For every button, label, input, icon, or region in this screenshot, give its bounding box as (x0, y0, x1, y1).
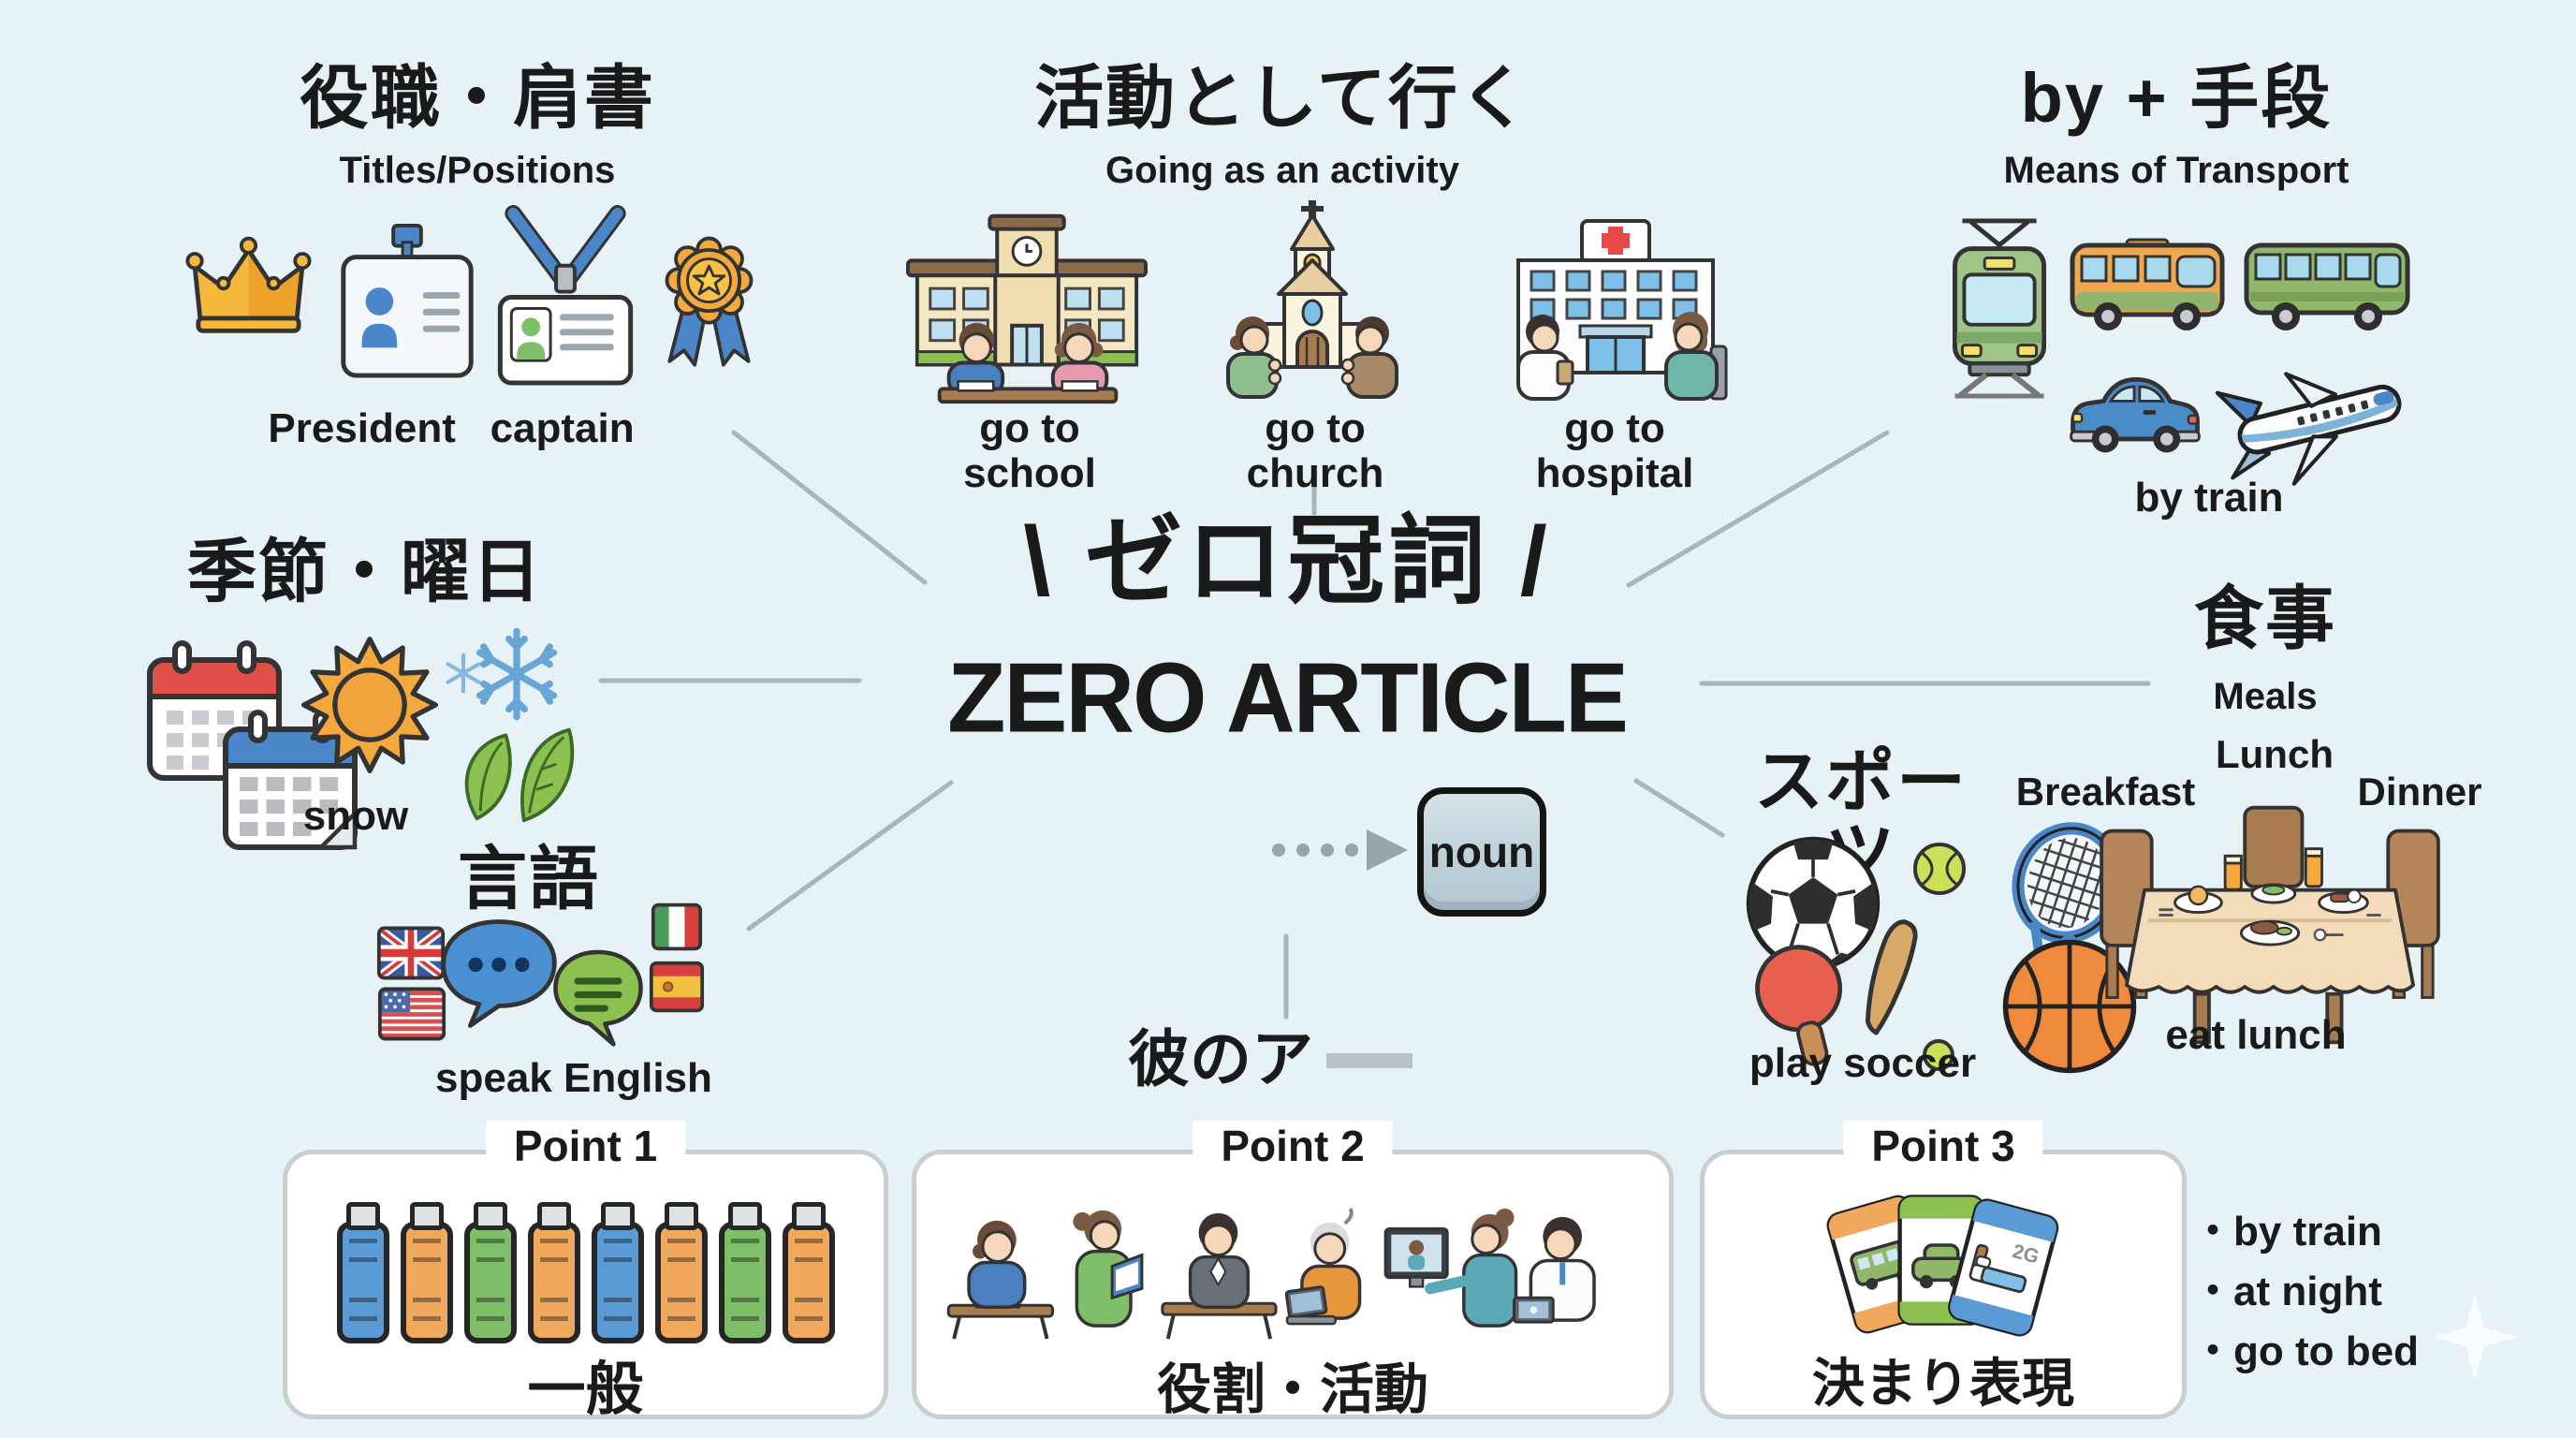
bullet-go-to-bed: ・go to bed (2192, 1328, 2419, 1374)
point-3-box: Point 3 2G (1700, 1121, 2187, 1419)
meal-name-dinner: Dinner (2357, 770, 2482, 814)
dining-table-icon (2100, 805, 2440, 1045)
titles-en-heading: Titles/Positions (339, 150, 616, 191)
expression-cards-icon: 2G (1826, 1195, 2059, 1337)
meals-en-heading: Meals (2213, 676, 2318, 717)
line-languages (746, 780, 954, 932)
meal-name-breakfast: Breakfast (2015, 770, 2196, 814)
caption-fragment: 彼のア (1128, 1009, 1412, 1099)
bullet-by-train: ・by train (2192, 1209, 2382, 1255)
activity-label-church: go to church (1246, 405, 1384, 497)
car-icon (2070, 376, 2201, 453)
transport-jp-heading: by + 手段 (2020, 59, 2333, 137)
bottle-icon (400, 1202, 453, 1343)
activity-label-hospital: go to hospital (1535, 405, 1694, 497)
noun-key: noun (1417, 787, 1546, 917)
point-1-label: 一般 (527, 1357, 644, 1422)
uk-flag-icon (376, 926, 446, 980)
activity-jp-heading: 活動として行く (1034, 59, 1530, 137)
activity-label-school: go to school (963, 405, 1096, 497)
line-transport (1626, 430, 1890, 588)
bottle-icon (336, 1202, 389, 1343)
people-working-icon (946, 1207, 1596, 1340)
hospital-icon (1516, 219, 1728, 401)
meal-name-lunch: Lunch (2216, 732, 2334, 776)
lanyard-badge-icon (497, 205, 634, 386)
bottles-row (287, 1202, 884, 1343)
languages-jp-heading: 言語 (458, 840, 600, 917)
point-1-box: Point 1 一般 (283, 1121, 888, 1422)
fragment-dash (1326, 1053, 1412, 1068)
titles-example-label: President captain (268, 405, 635, 451)
bottle-icon (718, 1202, 771, 1343)
sports-example-label: play soccer (1749, 1040, 1977, 1086)
center-jp-title: \ ゼロ冠詞 / (1023, 507, 1551, 616)
school-icon (906, 213, 1148, 404)
line-sports (1633, 778, 1725, 838)
snowflake-icon (446, 653, 481, 694)
transport-example-label: by train (2134, 475, 2284, 521)
us-flag-icon (377, 987, 446, 1041)
point-3-bullets: ・by train ・at night ・go to bed (2192, 1202, 2419, 1382)
snowflake-icon (476, 627, 558, 721)
line-titles (731, 430, 928, 585)
dotted-arrow-icon (1272, 829, 1408, 871)
point-3-label: 決まり表現 (1812, 1354, 2074, 1413)
crown-icon (185, 236, 312, 333)
point-1-title: Point 1 (485, 1121, 686, 1171)
church-icon (1226, 200, 1398, 399)
bus-icon (2244, 242, 2410, 330)
speech-bubble-icon (441, 919, 557, 1028)
leaves-icon (464, 727, 575, 823)
tram-icon (1953, 218, 2046, 399)
point-2-label: 役割・活動 (1156, 1359, 1428, 1420)
spain-flag-icon (649, 961, 705, 1013)
ball-icon (1923, 1039, 1954, 1071)
bat-icon (1865, 919, 1918, 1035)
center-en-title: ZERO ARTICLE (947, 641, 1629, 754)
bottle-icon (654, 1202, 708, 1343)
italy-flag-icon (651, 902, 703, 951)
noun-label: noun (1428, 828, 1535, 876)
activity-en-heading: Going as an activity (1105, 150, 1459, 191)
table-tennis-paddle-icon (1755, 945, 1843, 1066)
sun-icon (301, 637, 438, 773)
bottle-icon (527, 1202, 580, 1343)
bottle-icon (591, 1202, 644, 1343)
speech-bubble-icon (553, 949, 643, 1047)
airplane-icon (2215, 372, 2402, 486)
bottle-icon (782, 1202, 835, 1343)
seasons-example-label: snow (302, 793, 409, 839)
bottle-icon (463, 1202, 517, 1343)
tennis-ball-icon (1913, 843, 1966, 895)
bus-icon (2070, 238, 2225, 330)
medal-icon (665, 236, 754, 367)
titles-jp-heading: 役職・肩書 (300, 59, 655, 137)
seasons-jp-heading: 季節・曜日 (187, 533, 543, 610)
meals-example-label: eat lunch (2165, 1012, 2347, 1058)
meals-jp-heading: 食事 (2194, 580, 2336, 657)
bullet-at-night: ・at night (2192, 1269, 2382, 1314)
point-2-title: Point 2 (1193, 1121, 1393, 1171)
sparkle-icon (2432, 1294, 2518, 1380)
point-2-box: Point 2 (912, 1121, 1674, 1420)
languages-example-label: speak English (435, 1055, 712, 1101)
point-3-title: Point 3 (1843, 1121, 2043, 1171)
id-badge-icon (341, 223, 474, 378)
transport-en-heading: Means of Transport (2003, 150, 2349, 191)
